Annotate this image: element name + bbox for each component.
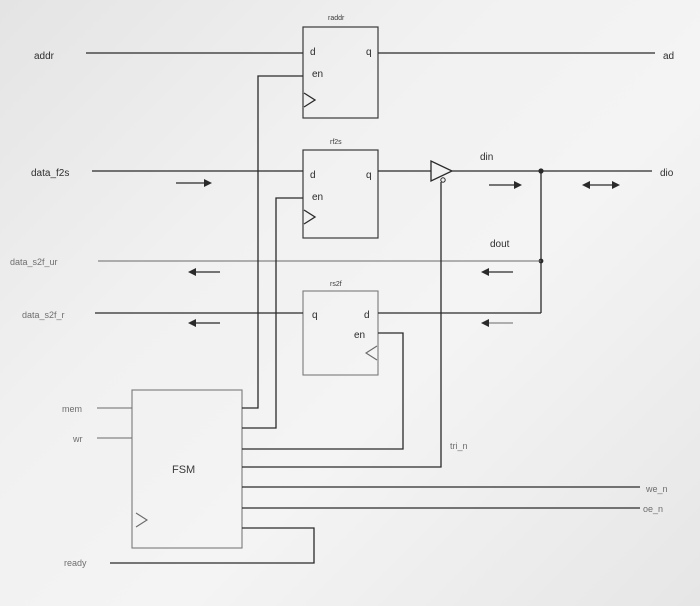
- arrow-left-icon: [188, 319, 220, 327]
- arrow-bidirectional-icon: [582, 181, 620, 189]
- signal-addr-label: addr: [34, 51, 55, 62]
- register-f2s-clock-icon: [303, 209, 317, 225]
- wire-ready: [110, 527, 315, 564]
- register-addr-d: d: [310, 47, 316, 58]
- fsm-block: FSM: [131, 389, 243, 549]
- register-addr-q: q: [366, 47, 372, 58]
- arrow-left-icon: [481, 268, 513, 276]
- signal-dio-label: dio: [660, 168, 674, 179]
- wire-en-f2s: [242, 197, 303, 429]
- register-s2f-q: q: [312, 310, 318, 321]
- register-addr-title: raddr: [328, 15, 345, 22]
- signal-wr-label: wr: [72, 434, 83, 444]
- register-f2s-d: d: [310, 170, 316, 181]
- arrow-left-icon: [188, 268, 220, 276]
- signal-data-s2f-ur-label: data_s2f_ur: [10, 257, 58, 267]
- register-addr-en: en: [312, 69, 323, 80]
- arrow-right-icon: [489, 181, 522, 189]
- signal-tri-n-label: tri_n: [450, 441, 468, 451]
- register-f2s: rf2s d en q: [302, 139, 379, 239]
- register-s2f: rs2f q d en: [302, 281, 379, 376]
- register-s2f-box: [302, 290, 379, 376]
- signal-din-label: din: [480, 152, 493, 163]
- wire-en-addr: [242, 75, 303, 409]
- fsm-box: [131, 389, 243, 549]
- register-s2f-clock-icon: [364, 345, 378, 361]
- signal-ready-label: ready: [64, 558, 87, 568]
- fsm-label: FSM: [172, 464, 195, 476]
- register-addr-clock-icon: [303, 92, 317, 108]
- register-f2s-box: [302, 149, 379, 239]
- register-f2s-title: rf2s: [330, 139, 342, 146]
- signal-ad-label: ad: [663, 51, 674, 62]
- register-f2s-q: q: [366, 170, 372, 181]
- signal-we-n-label: we_n: [645, 484, 668, 494]
- register-addr-box: [302, 26, 379, 119]
- register-f2s-en: en: [312, 192, 323, 203]
- signal-oe-n-label: oe_n: [643, 504, 663, 514]
- signal-dout-label: dout: [490, 239, 510, 250]
- register-s2f-d: d: [364, 310, 370, 321]
- signal-data-f2s-label: data_f2s: [31, 168, 69, 179]
- register-s2f-en: en: [354, 330, 365, 341]
- tristate-enable-bubble-icon: [440, 177, 446, 183]
- tristate-buffer-icon: [430, 159, 454, 183]
- wire-en-s2f: [242, 332, 404, 450]
- arrow-right-icon: [176, 179, 212, 187]
- signal-mem-label: mem: [62, 404, 82, 414]
- register-addr: raddr d en q: [302, 15, 379, 119]
- wire-tri-n: [242, 182, 442, 468]
- fsm-clock-icon: [135, 512, 149, 528]
- arrow-left-icon: [481, 319, 513, 327]
- signal-data-s2f-r-label: data_s2f_r: [22, 310, 65, 320]
- register-s2f-title: rs2f: [330, 281, 342, 288]
